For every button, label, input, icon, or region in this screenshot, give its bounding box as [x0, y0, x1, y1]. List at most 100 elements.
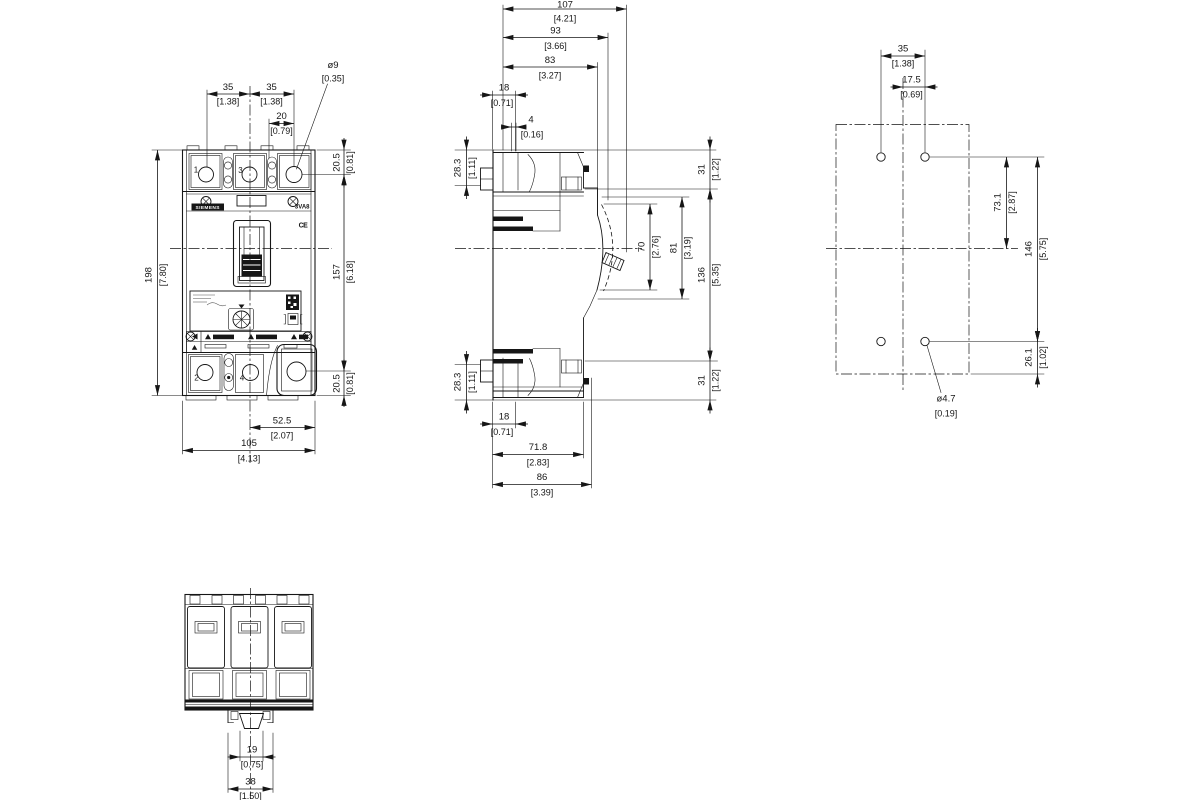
side-dim-rail-gap: 4 [0.16]: [501, 115, 543, 152]
bottom-dim-clip-width: 38 [1.50]: [227, 732, 274, 800]
front-dim-hole-span: 157 [6.18]: [305, 174, 355, 372]
terminal-hole-2: [196, 364, 214, 381]
svg-text:[0.81]: [0.81]: [345, 151, 355, 174]
svg-text:[6.18]: [6.18]: [345, 261, 355, 284]
front-dim-width: 105 [4.13]: [182, 400, 316, 464]
svg-text:38: 38: [245, 777, 256, 788]
side-dim-handle-span: 81 [3.19]: [597, 196, 693, 300]
side-dim-depth-front: 83 [3.27]: [502, 55, 598, 215]
svg-text:ø4.7: ø4.7: [936, 394, 955, 405]
pole-label-3: 3: [238, 166, 243, 175]
svg-text:[1.38]: [1.38]: [260, 97, 283, 107]
svg-text:[0.81]: [0.81]: [345, 372, 355, 395]
side-dim-top-edge: 31 [1.22]: [584, 136, 721, 203]
svg-text:[3.27]: [3.27]: [539, 71, 562, 81]
brand-label: SIEMENS: [196, 205, 221, 211]
svg-text:[0.35]: [0.35]: [322, 74, 345, 84]
front-dim-height: 198 [7.80]: [144, 149, 183, 396]
front-dim-hole-offset: 20 [0.79]: [268, 111, 295, 159]
model-label: 3VA8: [295, 205, 310, 211]
svg-text:86: 86: [537, 472, 548, 483]
plan-dim-hole-dia: ø4.7 [0.19]: [926, 345, 957, 419]
svg-text:157: 157: [332, 264, 343, 280]
svg-text:[1.11]: [1.11]: [467, 157, 477, 179]
mounting-hole: [920, 336, 930, 347]
svg-text:[2.83]: [2.83]: [527, 458, 550, 468]
svg-text:198: 198: [144, 267, 155, 283]
pole-label-4: 4: [240, 374, 245, 383]
mounting-hole: [876, 336, 886, 347]
svg-text:[3.66]: [3.66]: [544, 41, 567, 51]
svg-text:18: 18: [499, 412, 510, 423]
svg-text:[2.07]: [2.07]: [271, 431, 294, 441]
svg-text:[7.80]: [7.80]: [158, 264, 168, 287]
terminal-hole-6: [286, 361, 307, 382]
mounting-hole: [920, 152, 930, 162]
terminal-hole-3: [241, 166, 258, 183]
trip-adjust-dial: [228, 304, 254, 331]
svg-text:[1.11]: [1.11]: [467, 371, 477, 393]
front-dim-pitch-left: 35 [1.38]: [206, 82, 250, 168]
toggle-handle-front: [232, 219, 272, 288]
side-view: 107 [4.21] 93 [3.66] 83 [3.27] 18 [0.71]…: [453, 0, 721, 498]
brand-plate: SIEMENS 3VA8 CE: [191, 203, 310, 230]
svg-text:[3.19]: [3.19]: [683, 237, 693, 260]
svg-text:20.5: 20.5: [332, 374, 343, 393]
svg-text:[1.02]: [1.02]: [1038, 346, 1048, 369]
side-dim-handle-travel: 70 [2.76]: [599, 203, 661, 291]
warning-triangle-icon: [191, 345, 198, 350]
rating-plate: [189, 290, 303, 332]
front-dim-center-right: 52.5 [2.07]: [249, 400, 316, 455]
pole-label-2: 2: [194, 374, 199, 383]
warning-strip: [185, 331, 313, 353]
svg-text:[2.87]: [2.87]: [1007, 191, 1017, 214]
front-dim-bottom-edge: 20.5 [0.81]: [316, 359, 355, 407]
svg-text:31: 31: [697, 164, 708, 175]
plan-dim-hole-half: 17.5 [0.69]: [890, 75, 938, 100]
svg-text:52.5: 52.5: [273, 416, 292, 427]
warning-triangle-icon: [291, 334, 297, 340]
side-dim-rear-step-bottom: 18 [0.71]: [480, 401, 528, 437]
side-dim-bottom-terminal: 28.3 [1.11]: [453, 351, 481, 414]
bottom-dim-rail-slot: 19 [0.75]: [227, 730, 276, 770]
din-rail-clip: [227, 709, 274, 729]
front-dim-pitch-right: 35 [1.38]: [249, 82, 295, 167]
side-dim-depth-handle: 93 [3.66]: [502, 26, 609, 201]
svg-text:[0.71]: [0.71]: [491, 98, 514, 108]
svg-text:[5.75]: [5.75]: [1038, 238, 1048, 261]
svg-text:71.8: 71.8: [529, 442, 548, 453]
front-dim-top-edge: 20.5 [0.81]: [302, 138, 355, 188]
svg-text:146: 146: [1024, 241, 1035, 257]
svg-text:93: 93: [550, 26, 561, 37]
handle-travel-arc: [601, 204, 614, 292]
front-dim-hole-dia: ø9 [0.35]: [296, 60, 345, 170]
svg-text:[1.22]: [1.22]: [711, 158, 721, 181]
svg-text:19: 19: [247, 745, 258, 756]
plan-dim-hole-span: 146 [5.75]: [1024, 156, 1048, 342]
handle-grip: [601, 251, 625, 272]
side-dim-front-span: 136 [5.35]: [697, 188, 721, 362]
svg-text:[0.79]: [0.79]: [270, 126, 293, 136]
warning-triangle-icon: [248, 334, 254, 340]
svg-text:[4.21]: [4.21]: [554, 14, 577, 24]
svg-text:[2.76]: [2.76]: [651, 236, 661, 259]
plan-dim-top-to-center: 73.1 [2.87]: [993, 156, 1017, 249]
svg-text:136: 136: [697, 267, 708, 283]
front-bottom-terminals: 2 4: [182, 343, 318, 397]
svg-text:[1.22]: [1.22]: [711, 369, 721, 392]
terminal-hole-1: [198, 166, 214, 183]
svg-text:83: 83: [545, 55, 556, 66]
mounting-outline: [835, 124, 970, 375]
ce-mark: CE: [299, 223, 309, 230]
svg-text:26.1: 26.1: [1024, 348, 1035, 367]
svg-text:70: 70: [637, 242, 648, 253]
side-dim-case-depth: 71.8 [2.83]: [492, 401, 584, 489]
terminal-hole-5: [285, 166, 303, 183]
svg-text:73.1: 73.1: [993, 193, 1004, 212]
warning-triangle-icon: [205, 334, 211, 340]
svg-text:[1.50]: [1.50]: [239, 791, 262, 800]
breaker-front-body: [181, 145, 316, 401]
plan-dim-bottom-edge: 26.1 [1.02]: [1024, 328, 1048, 388]
side-dim-rear-step-top: 18 [0.71]: [480, 83, 528, 152]
